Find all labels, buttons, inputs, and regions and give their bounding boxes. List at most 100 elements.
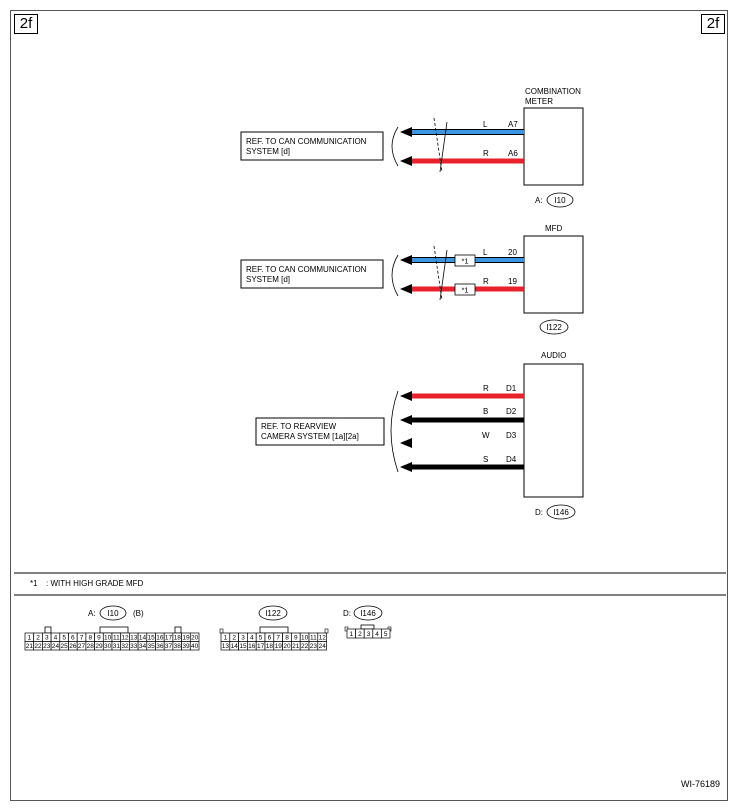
connector-i122-key bbox=[259, 626, 289, 634]
connector-a-pin-number-39: 39 bbox=[182, 643, 190, 650]
audio-box bbox=[523, 363, 584, 498]
mfd-title: MFD bbox=[545, 224, 563, 233]
connector-a-pin-number-35: 35 bbox=[148, 643, 156, 650]
connector-a-pin-number-13: 13 bbox=[130, 635, 138, 642]
connector-i122-pin-number-16: 16 bbox=[248, 643, 256, 650]
connector-i122-pin-number-23: 23 bbox=[310, 643, 318, 650]
connector-a-key-left bbox=[44, 626, 52, 634]
diagram-frame bbox=[10, 10, 728, 801]
connector-d-pin-cell-5 bbox=[381, 628, 391, 639]
connector-i122-pin-number-11: 11 bbox=[310, 635, 317, 642]
mfd-ref-box bbox=[240, 259, 384, 289]
page-label-right: 2f bbox=[701, 14, 725, 34]
pin-d1: D1 bbox=[506, 384, 517, 393]
arrow-20 bbox=[400, 255, 412, 265]
connector-a-pin-number-40: 40 bbox=[191, 643, 199, 650]
connector-a-pin-number-2: 2 bbox=[36, 635, 40, 642]
connector-a-pin-number-3: 3 bbox=[45, 635, 49, 642]
connector-i122-pin-number-10: 10 bbox=[301, 635, 309, 642]
connector-i122-pin-number-24: 24 bbox=[319, 643, 327, 650]
audio-bracket bbox=[390, 390, 399, 473]
connector-d-pin-number-2: 2 bbox=[358, 631, 362, 638]
connector-a-pin-number-15: 15 bbox=[148, 635, 156, 642]
arrow-d2 bbox=[400, 415, 412, 425]
wire-code-d2: B bbox=[483, 407, 488, 416]
connector-a-pin-number-14: 14 bbox=[139, 635, 147, 642]
page-label-left: 2f bbox=[14, 14, 38, 34]
connector-i122-pin-number-2: 2 bbox=[232, 635, 236, 642]
arrow-d3 bbox=[400, 438, 412, 448]
connector-a-key-right bbox=[174, 626, 182, 634]
connector-a-key-center bbox=[99, 626, 129, 634]
pin-d2: D2 bbox=[506, 407, 517, 416]
twisted-pair-line bbox=[439, 121, 448, 173]
mfd-ref-line1: REF. TO CAN COMMUNICATION bbox=[246, 265, 367, 274]
connector-i122-pin-number-7: 7 bbox=[276, 635, 280, 642]
audio-ref-box bbox=[255, 417, 385, 446]
connector-a-pin-number-24: 24 bbox=[52, 643, 60, 650]
footnote-mark: *1 bbox=[30, 579, 38, 588]
connector-d-name: I146 bbox=[360, 609, 376, 618]
connector-a-pin-number-38: 38 bbox=[174, 643, 182, 650]
figure-id: WI-76189 bbox=[681, 779, 720, 789]
combination-meter-ref-line2: SYSTEM [d] bbox=[246, 147, 290, 156]
connector-a-pin-number-27: 27 bbox=[78, 643, 86, 650]
connector-i122-pin-number-9: 9 bbox=[294, 635, 298, 642]
arrow-a7 bbox=[400, 127, 412, 137]
arrow-d1 bbox=[400, 391, 412, 401]
connector-a-pin-number-26: 26 bbox=[69, 643, 77, 650]
connector-a-pin-number-21: 21 bbox=[26, 643, 34, 650]
connector-d-pin-number-5: 5 bbox=[384, 631, 388, 638]
connector-i122-pin-number-20: 20 bbox=[283, 643, 291, 650]
connector-a-pin-number-30: 30 bbox=[104, 643, 112, 650]
wire-code-a6: R bbox=[483, 149, 489, 158]
shield-dashed-line bbox=[433, 117, 443, 173]
audio-section: AUDIO REF. TO REARVIEW CAMERA SYSTEM [1a… bbox=[255, 351, 584, 520]
connector-a-pin-number-12: 12 bbox=[121, 635, 129, 642]
connector-i122-pin-number-1: 1 bbox=[224, 635, 228, 642]
mfd-section: MFD REF. TO CAN COMMUNICATION SYSTEM [d]… bbox=[240, 224, 584, 335]
connector-i122-pin-number-22: 22 bbox=[301, 643, 309, 650]
connector-a-prefix: A: bbox=[88, 609, 96, 618]
connector-a-pin-number-22: 22 bbox=[34, 643, 42, 650]
wire-code-d3: W bbox=[482, 431, 490, 440]
connector-i122-pin-cell-24 bbox=[317, 641, 327, 651]
wire-code-20: L bbox=[483, 248, 488, 257]
connector-a-pin-number-23: 23 bbox=[43, 643, 51, 650]
connector-a-suffix: (B) bbox=[133, 609, 144, 618]
footnote-text: : WITH HIGH GRADE MFD bbox=[46, 579, 144, 588]
wire-code-d1: R bbox=[483, 384, 489, 393]
combination-meter-connector-name: I10 bbox=[554, 196, 566, 205]
connector-i122-pin-number-19: 19 bbox=[275, 643, 283, 650]
pin-d3: D3 bbox=[506, 431, 517, 440]
connector-i122-pin-number-4: 4 bbox=[250, 635, 254, 642]
connector-i122-pin-number-18: 18 bbox=[266, 643, 274, 650]
audio-connector-name: I146 bbox=[553, 508, 569, 517]
arrow-d4 bbox=[400, 462, 412, 472]
connector-a-pin-number-37: 37 bbox=[165, 643, 173, 650]
connector-a-pin-number-19: 19 bbox=[182, 635, 190, 642]
combination-meter-ref-line1: REF. TO CAN COMMUNICATION bbox=[246, 137, 367, 146]
connector-a-name: I10 bbox=[107, 609, 119, 618]
connector-i122-pin-number-13: 13 bbox=[222, 643, 230, 650]
connector-i122-pin-number-5: 5 bbox=[259, 635, 263, 642]
connector-i122-pin-number-6: 6 bbox=[268, 635, 272, 642]
connector-a-pin-number-17: 17 bbox=[165, 635, 173, 642]
mfd-connector-name: I122 bbox=[546, 323, 562, 332]
connector-i122-pin-number-8: 8 bbox=[285, 635, 289, 642]
connector-d-pin-number-1: 1 bbox=[349, 631, 353, 638]
audio-ref-line1: REF. TO REARVIEW bbox=[261, 422, 337, 431]
connector-a-pin-number-34: 34 bbox=[139, 643, 147, 650]
connector-a-pin-number-8: 8 bbox=[88, 635, 92, 642]
connector-a-pin-number-1: 1 bbox=[28, 635, 32, 642]
connector-i122-name: I122 bbox=[265, 609, 281, 618]
combination-meter-section: COMBINATION METER REF. TO CAN COMMUNICAT… bbox=[240, 87, 584, 208]
connector-a-pin-number-9: 9 bbox=[97, 635, 101, 642]
pin-d4: D4 bbox=[506, 455, 517, 464]
combination-meter-title-line1: COMBINATION bbox=[525, 87, 581, 96]
connector-a-pin-number-20: 20 bbox=[191, 635, 199, 642]
connector-a-pin-number-4: 4 bbox=[54, 635, 58, 642]
